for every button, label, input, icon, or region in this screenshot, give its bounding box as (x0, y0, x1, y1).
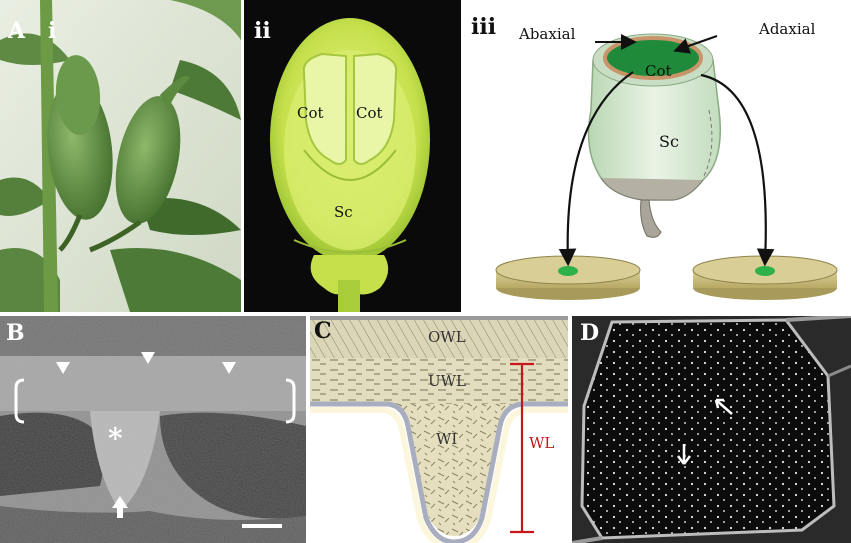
petri-dish-right (692, 255, 838, 300)
owl-label: OWL (428, 328, 466, 346)
subpanel-label-iii: iii (471, 14, 497, 40)
arrow-2 (677, 444, 691, 465)
arrowhead-3 (222, 362, 236, 374)
outer-wall-layer (310, 316, 568, 358)
dissection-diagram (495, 33, 838, 300)
panel-a-ii-section: ii Cot Cot Sc (244, 0, 461, 312)
scale-bar (242, 524, 282, 528)
adaxial-label: Adaxial (759, 20, 816, 38)
cotyledon-right (353, 52, 398, 165)
wall-schematic (310, 316, 568, 543)
arrow-to-left-dish (558, 71, 634, 267)
asterisk-marker: * (108, 422, 123, 455)
panel-c-schematic: C OWL UWL WI WL (310, 316, 568, 543)
wl-label: WL (529, 434, 555, 452)
pod-photo (0, 0, 241, 312)
bracket-left (14, 378, 25, 424)
panel-label-b: B (6, 320, 25, 346)
petri-dish-left (495, 255, 641, 300)
panel-label-a: A (8, 18, 26, 44)
subpanel-label-ii: ii (254, 18, 271, 44)
sem-image (572, 316, 851, 543)
panel-a-iii-diagram: iii Abaxial Adaxial Cot Sc (463, 0, 851, 312)
panel-label-c: C (314, 318, 332, 344)
arrow-1 (714, 398, 733, 415)
seed-section-photo (244, 0, 461, 312)
wi-label: WI (436, 430, 458, 448)
sc-label: Sc (334, 203, 353, 221)
abaxial-label: Abaxial (519, 25, 576, 43)
sc-label-diagram: Sc (659, 132, 679, 151)
uniform-wall-layer (310, 358, 568, 404)
seed-stalk (310, 255, 389, 295)
panel-b-micrograph: B * (0, 316, 306, 543)
panel-a-i-photo: A i (0, 0, 241, 312)
arrowhead-1 (56, 362, 70, 374)
cot-label-diagram: Cot (645, 62, 672, 80)
arrowhead-2 (141, 352, 155, 364)
tem-image (0, 316, 306, 543)
cotyledon-left (302, 52, 347, 165)
bracket-right (285, 378, 296, 424)
wall-ingrowth-region (394, 404, 516, 536)
arrow-up (112, 496, 128, 518)
arrow-adaxial (673, 35, 718, 54)
cot-label-right: Cot (356, 104, 383, 122)
panel-d-sem: D (572, 316, 851, 543)
pod-right (115, 96, 181, 224)
arrow-to-right-dish (700, 73, 775, 267)
cot-label-left: Cot (297, 104, 324, 122)
cell-face (582, 320, 834, 538)
panel-label-d: D (580, 320, 600, 346)
subpanel-label-i: i (48, 18, 57, 44)
uwl-label: UWL (428, 372, 467, 390)
